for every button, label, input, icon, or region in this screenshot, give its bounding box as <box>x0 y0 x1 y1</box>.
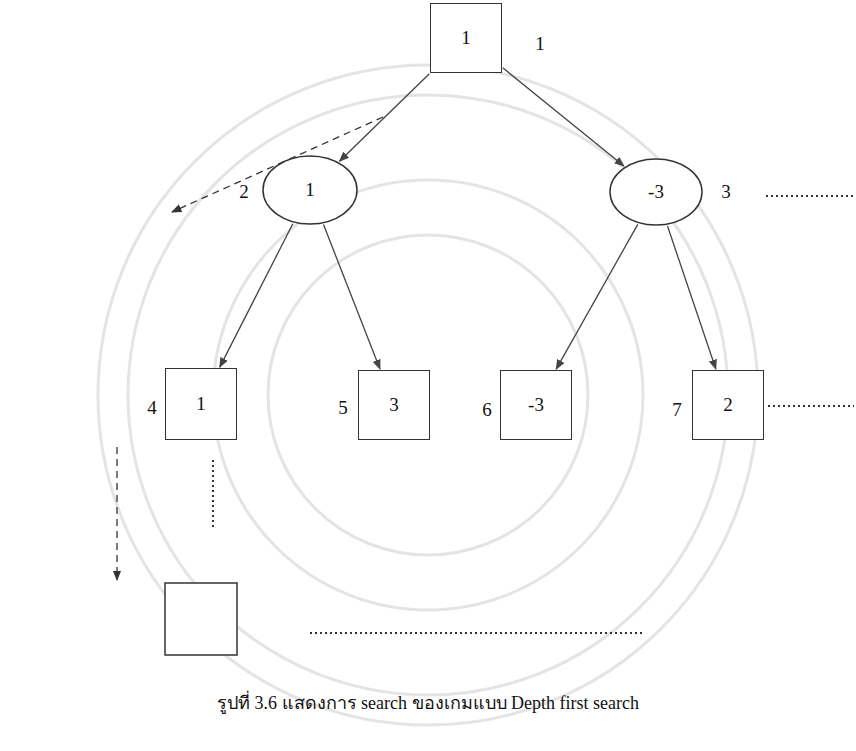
dotted-continuation <box>768 405 854 407</box>
callout-number: 7 <box>672 399 682 421</box>
dotted-continuation <box>766 195 854 197</box>
max-node-box: -3 <box>500 370 572 440</box>
tree-edge <box>556 224 638 369</box>
dotted-continuation <box>310 632 645 634</box>
node-value: 2 <box>723 394 733 416</box>
node-value: 1 <box>196 393 206 415</box>
node-value: -3 <box>528 394 544 416</box>
min-node-circle: 1 <box>262 155 358 225</box>
min-node-circle: -3 <box>609 158 703 226</box>
callout-number: 2 <box>239 181 249 203</box>
max-node-box: 3 <box>358 370 430 440</box>
tree-edge <box>220 224 293 367</box>
max-node-box: 2 <box>692 370 764 440</box>
max-node-box: 1 <box>430 3 502 73</box>
callout-number: 3 <box>721 181 731 203</box>
callout-number: 6 <box>482 399 492 421</box>
callout-number: 5 <box>338 397 348 419</box>
node-value: -3 <box>648 181 664 203</box>
node-value: 1 <box>305 179 315 201</box>
tree-edge <box>339 74 429 162</box>
callout-number: 1 <box>535 33 545 55</box>
dotted-continuation <box>212 460 214 530</box>
tree-edge <box>667 226 715 369</box>
callout-number: 4 <box>147 397 157 419</box>
tree-edge <box>503 68 624 166</box>
search-direction-arrow <box>116 447 117 580</box>
figure-caption: รูปที่ 3.6 แสดงการ search ของเกมแบบ Dept… <box>217 688 639 717</box>
node-value: 1 <box>461 27 471 49</box>
node-value: 3 <box>389 394 399 416</box>
watermark-seal <box>98 65 758 725</box>
empty-state-box <box>165 583 237 655</box>
tree-edge <box>324 225 380 369</box>
max-node-box: 1 <box>165 368 237 440</box>
